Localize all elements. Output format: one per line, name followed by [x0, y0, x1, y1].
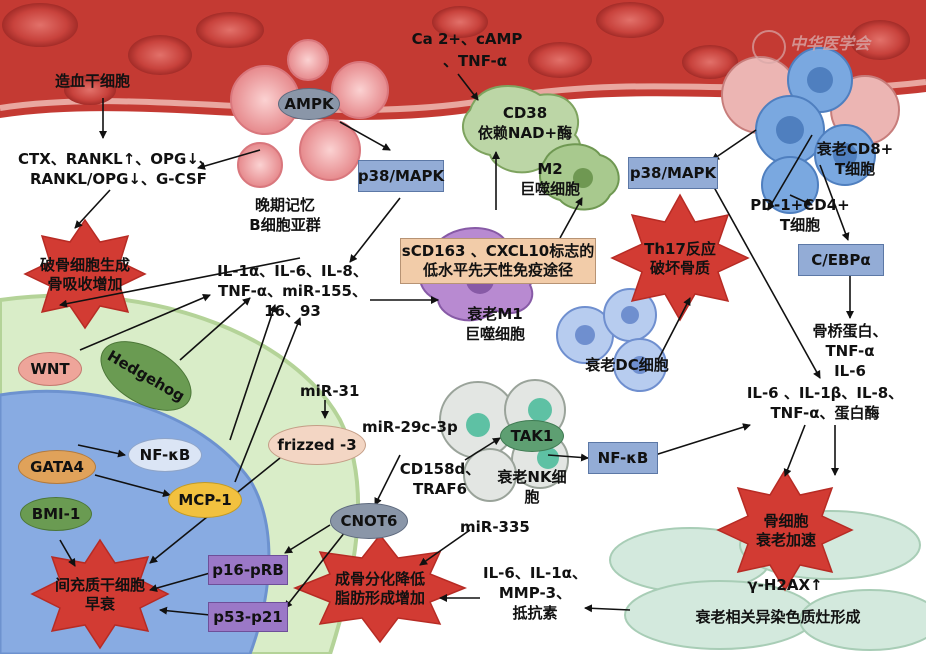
osteocyte-star — [716, 468, 854, 592]
hsc-label: 造血干细胞 — [55, 72, 131, 90]
memory-b-line2: B细胞亚群 — [249, 216, 321, 234]
cd8-line2: T细胞 — [834, 160, 876, 178]
cd158-line1: CD158d、 — [399, 460, 481, 478]
osteogenic-line2: 脂肪形成增加 — [334, 589, 425, 607]
nfkb-left-node: NF-κB — [128, 438, 202, 472]
osteo-line1: 骨桥蛋白、 — [812, 322, 888, 340]
cebp-box: C/EBPα — [798, 244, 884, 276]
il-group1-line2: TNF-α、miR-155、 — [218, 282, 367, 300]
m2-line1: M2 — [537, 160, 563, 178]
th17-line1: Th17反应 — [644, 240, 716, 258]
ctx-line1: CTX、RANKL↑、OPG↓、 — [18, 150, 214, 168]
nk-line2: 胞 — [524, 488, 540, 506]
osteoclast-line1: 破骨细胞生成 — [39, 256, 130, 274]
ca-line1: Ca 2+、cAMP — [411, 30, 523, 48]
p38-mapk-right-box: p38/MAPK — [628, 157, 718, 189]
arrows — [59, 73, 854, 616]
watermark-text: 中华医学会 — [790, 34, 871, 53]
cd38-line1: CD38 — [502, 104, 548, 122]
nk-line1: 衰老NK细 — [497, 468, 567, 486]
osteo-line3: IL-6 — [834, 362, 866, 380]
osteoclast-line2: 骨吸收增加 — [47, 275, 123, 293]
osteocyte-line1: 骨细胞 — [763, 512, 809, 530]
msc-line2: 早衰 — [84, 595, 115, 613]
th17-star-label: Th17反应 破坏骨质 — [620, 240, 740, 278]
il-group2-line2: TNF-α、蛋白酶 — [770, 404, 880, 422]
gamma-h2ax-label: γ-H2AX↑ — [747, 576, 823, 594]
m2-line2: 巨噬细胞 — [519, 180, 580, 198]
osteogenic-line1: 成骨分化降低 — [334, 570, 425, 588]
msc-line1: 间充质干细胞 — [54, 576, 145, 594]
osteoclast-star-label: 破骨细胞生成 骨吸收增加 — [25, 256, 145, 294]
bmi1-node: BMI-1 — [20, 497, 92, 531]
il-group3-line1: IL-6、IL-1α、 — [483, 564, 587, 582]
m1-line1: 衰老M1 — [467, 305, 523, 323]
cd4-line2: T细胞 — [779, 216, 821, 234]
nfkb-right-box: NF-κB — [588, 442, 658, 474]
il-group2-line1: IL-6 、IL-1β、IL-8、 — [746, 384, 904, 402]
wnt-node: WNT — [18, 352, 82, 386]
scd163-box-line1: sCD163 、CXCL10标志的 — [401, 242, 595, 260]
il-group3-line3: 抵抗素 — [512, 604, 558, 622]
m1-line2: 巨噬细胞 — [464, 325, 525, 343]
ca-line2: 、TNF-α — [442, 52, 508, 70]
cnot6-node: CNOT6 — [330, 503, 408, 539]
osteocyte-star-label: 骨细胞 衰老加速 — [726, 512, 846, 550]
frizzled-node: frizzed -3 — [268, 425, 366, 465]
il-group1-line1: IL-1α、IL-6、IL-8、 — [217, 262, 368, 280]
osteogenic-star-label: 成骨分化降低 脂肪形成增加 — [300, 570, 460, 608]
th17-line2: 破坏骨质 — [649, 259, 710, 277]
osteoclast-star — [23, 218, 147, 330]
scd163-box-line2: 低水平先天性免疫途径 — [422, 261, 573, 279]
mir29-label: miR-29c-3p — [362, 418, 458, 436]
th17-star — [610, 193, 750, 322]
red-blood-cells — [2, 2, 910, 105]
mcp1-node: MCP-1 — [168, 482, 242, 518]
memory-b-line1: 晚期记忆 — [254, 196, 315, 214]
osteocyte-line2: 衰老加速 — [755, 531, 816, 549]
mir335-label: miR-335 — [460, 518, 530, 536]
ampk-node: AMPK — [278, 88, 340, 120]
cd8-line1: 衰老CD8+ — [816, 140, 894, 158]
heterochromatin-label: 衰老相关异染色质灶形成 — [695, 608, 861, 626]
tak1-node: TAK1 — [500, 420, 564, 452]
gata4-node: GATA4 — [18, 450, 96, 484]
cd158-line2: TRAF6 — [412, 480, 468, 498]
scd163-box: sCD163 、CXCL10标志的 低水平先天性免疫途径 — [400, 238, 596, 284]
cd38-line2: 依赖NAD+酶 — [477, 124, 573, 142]
dc-label: 衰老DC细胞 — [585, 356, 669, 374]
il-group3-line2: MMP-3、 — [498, 584, 572, 602]
cd4-line1: PD-1+CD4+ — [750, 196, 850, 214]
osteocytes — [609, 510, 926, 651]
msc-star-label: 间充质干细胞 早衰 — [40, 576, 160, 614]
mir31-label: miR-31 — [300, 382, 360, 400]
il-group1-line3: 16、93 — [264, 302, 321, 320]
dc-cells — [556, 288, 667, 392]
macrophages-m2 — [461, 85, 620, 211]
ctx-line2: RANKL/OPG↓、G-CSF — [30, 170, 207, 188]
p38-mapk-left-box: p38/MAPK — [358, 160, 444, 192]
watermark-seal-icon — [752, 30, 786, 64]
p53-p21-box: p53-p21 — [208, 602, 288, 632]
p16-prb-box: p16-pRB — [208, 555, 288, 585]
osteo-line2: TNF-α — [825, 342, 875, 360]
msc-star — [30, 538, 170, 650]
